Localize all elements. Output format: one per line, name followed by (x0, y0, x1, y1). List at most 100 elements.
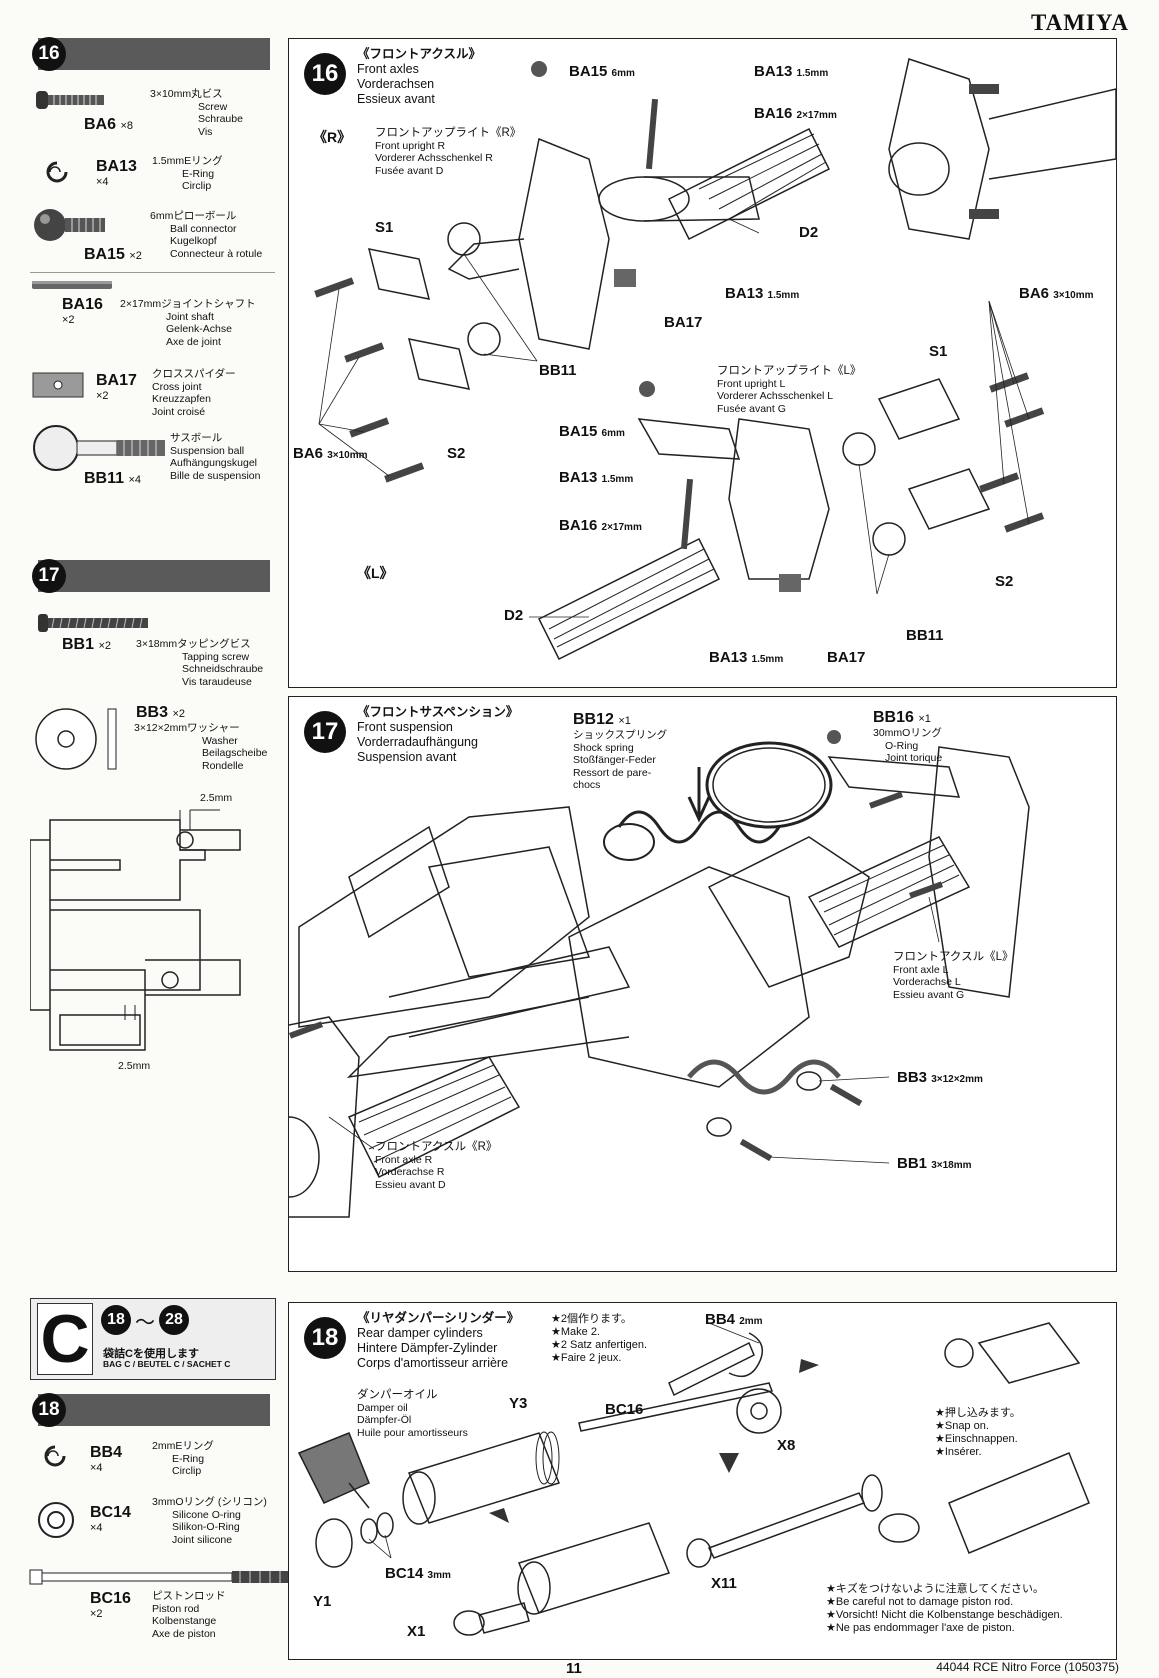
bb11-suspension-ball-icon (33, 425, 165, 471)
bb1-tapping-screw-icon (38, 614, 148, 632)
label-bb1: BB1 3×18mm (897, 1155, 972, 1172)
part-bb11: BB11 ×4 (84, 470, 142, 487)
ba16-joint-shaft-icon (32, 281, 112, 289)
label-bc16: BC16 (605, 1401, 644, 1418)
rear-damper-exploded-drawing (297, 1322, 1090, 1636)
label-ba13-l2: BA13 1.5mm (709, 649, 784, 666)
piston-rod-caution: ★キズをつけないように注意してください。★Be careful not to d… (826, 1583, 1063, 1634)
step18-badge: 18 (32, 1393, 66, 1427)
suspension-ball-gap-detail-drawing (30, 809, 241, 1051)
label-bb4: BB4 2mm (705, 1311, 763, 1328)
step17-header-bar (38, 560, 270, 592)
label-ba17-l: BA17 (827, 649, 866, 666)
label-s1-r: S1 (375, 219, 394, 236)
bag-letter: C (37, 1303, 93, 1375)
bc16-piston-rod-icon (29, 1569, 294, 1585)
bag-instruction-jp: 袋詰Cを使用します (103, 1348, 199, 1360)
bb3-washer-icon (35, 708, 117, 770)
label-ba17-r: BA17 (664, 314, 703, 331)
part-ba16: BA16×2 (62, 296, 103, 326)
label-ba15-l: BA15 6mm (559, 423, 625, 440)
bc14-oring-icon (38, 1502, 74, 1538)
label-ba15-r: BA15 6mm (569, 63, 635, 80)
side-r-label: 《R》 (313, 129, 352, 145)
label-s2-l: S2 (995, 573, 1014, 590)
label-ba13-r2: BA13 1.5mm (725, 285, 800, 302)
label-ba13-r1: BA13 1.5mm (754, 63, 829, 80)
label-bb11-l: BB11 (906, 627, 944, 644)
step16-panel-badge: 16 (304, 53, 346, 95)
label-x8: X8 (777, 1437, 796, 1454)
divider (30, 272, 275, 273)
part-ba6: BA6 ×8 (84, 116, 134, 133)
bag-instruction-en: BAG C / BEUTEL C / SACHET C (103, 1359, 231, 1369)
bag-c-box: C 18 〜 28 袋詰Cを使用します BAG C / BEUTEL C / S… (30, 1298, 276, 1380)
ba6-screw-icon (36, 91, 104, 109)
label-d2-l: D2 (504, 607, 524, 624)
label-ba6-r: BA6 3×10mm (293, 445, 368, 462)
bb4-eclip-icon (44, 1445, 66, 1467)
page-number: 11 (566, 1660, 582, 1677)
snap-on-note: ★押し込みます。★Snap on.★Einschnappen.★Insérer. (935, 1407, 1021, 1458)
step18-header-bar (38, 1394, 270, 1426)
label-x1: X1 (407, 1623, 426, 1640)
bag-step-range: 18 〜 28 (101, 1305, 189, 1335)
ba13-eclip-icon (46, 161, 68, 183)
footer-code: 44044 RCE Nitro Force (1050375) (936, 1660, 1119, 1674)
label-s1-l: S1 (929, 343, 948, 360)
part-bb1: BB1 ×2 (62, 636, 112, 653)
make-two-note: ★2個作ります。★Make 2.★2 Satz anfertigen.★Fair… (551, 1313, 648, 1364)
part-bc16: BC16×2 (90, 1590, 131, 1620)
step16-badge: 16 (32, 37, 66, 71)
label-ba16-l: BA16 2×17mm (559, 517, 642, 534)
brand-logo: TAMIYA (1030, 10, 1129, 35)
step16-header-bar (38, 38, 270, 70)
part-ba17: BA17×2 (96, 372, 137, 402)
side-l-label: 《L》 (357, 565, 394, 581)
label-bc14: BC14 3mm (385, 1565, 451, 1582)
part-bb3: BB3 ×2 (136, 704, 186, 721)
part-ba13: BA13×4 (96, 158, 137, 188)
step17-badge: 17 (32, 559, 66, 593)
dimension-top: 2.5mm (200, 792, 233, 804)
front-suspension-assembly-drawing (289, 730, 1030, 1218)
part-bc14: BC14×4 (90, 1504, 131, 1534)
ba15-ball-connector-icon (34, 209, 105, 241)
part-ba15: BA15 ×2 (84, 246, 142, 263)
label-ba13-l1: BA13 1.5mm (559, 469, 634, 486)
label-x11: X11 (711, 1575, 737, 1592)
dimension-bottom: 2.5mm (118, 1060, 151, 1072)
label-d2-r: D2 (799, 224, 819, 241)
label-ba6-l: BA6 3×10mm (1019, 285, 1094, 302)
label-y1: Y1 (313, 1593, 332, 1610)
label-ba16-r: BA16 2×17mm (754, 105, 837, 122)
label-bb3: BB3 3×12×2mm (897, 1069, 983, 1086)
step17-panel-badge: 17 (304, 711, 346, 753)
label-s2-r: S2 (447, 445, 466, 462)
part-bb4: BB4×4 (90, 1444, 123, 1474)
label-y3: Y3 (509, 1395, 528, 1412)
ba17-cross-joint-icon (32, 372, 84, 398)
